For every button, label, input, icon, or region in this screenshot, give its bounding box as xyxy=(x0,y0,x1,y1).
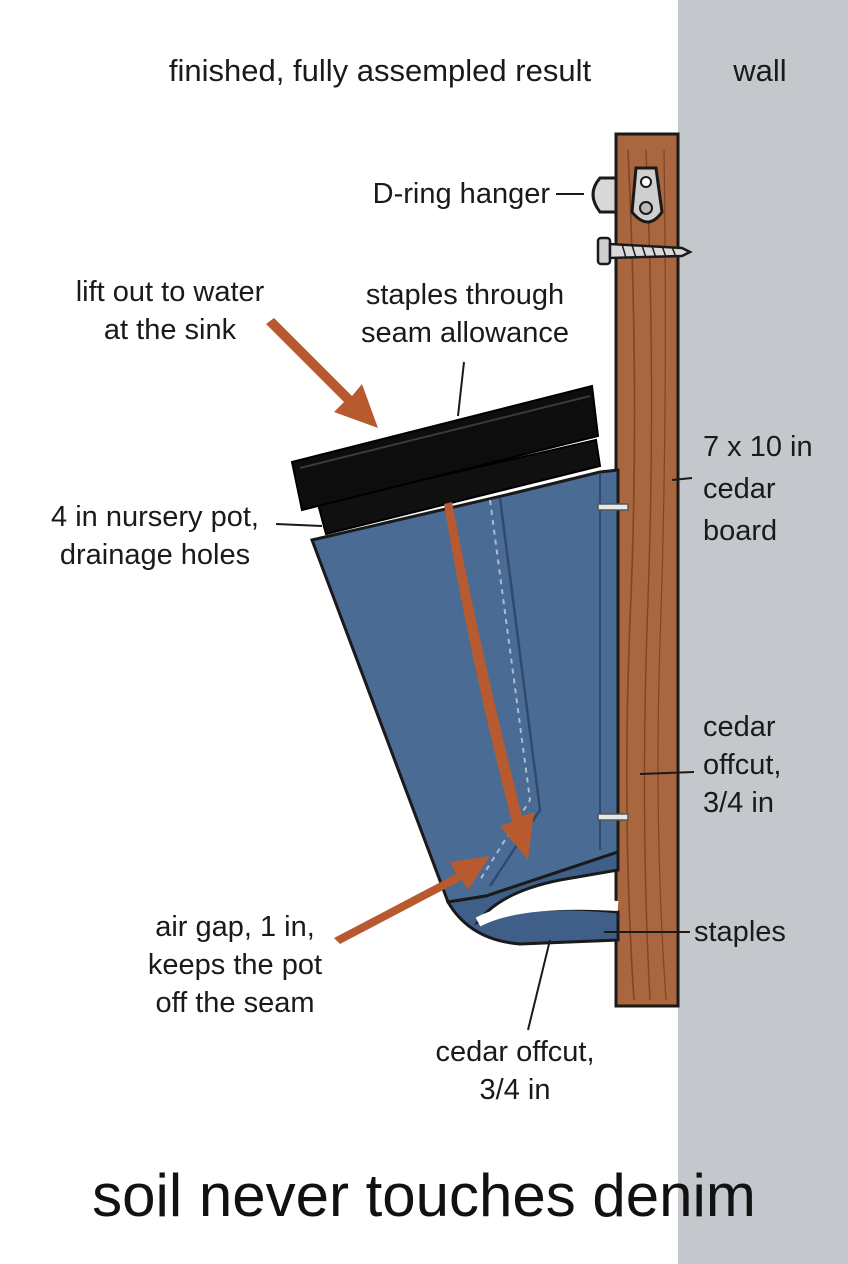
arrows xyxy=(266,318,534,944)
cedar-offcut-bottom-label: cedar offcut, 3/4 in xyxy=(435,1036,595,1106)
cedar-offcut-right-label: cedar offcut, 3/4 in xyxy=(703,711,782,819)
air-gap-label: air gap, 1 in, keeps the pot off the sea… xyxy=(147,911,323,1019)
nursery-pot xyxy=(290,384,602,536)
d-ring-hanger xyxy=(591,166,664,224)
wall-screw xyxy=(596,236,693,266)
wall-label: wall xyxy=(733,53,787,88)
denim-pouch xyxy=(309,468,620,946)
cedar-board xyxy=(614,132,680,1008)
d-ring-label: D-ring hanger xyxy=(372,178,550,210)
wall-panel xyxy=(678,0,848,1264)
footer-caption: soil never touches denim xyxy=(92,1162,756,1229)
leader-lines xyxy=(275,193,695,1031)
page-title: finished, fully assempled result xyxy=(168,53,592,88)
staples-seam-label: staples through seam allowance xyxy=(361,279,569,349)
nursery-pot-label: 4 in nursery pot, drainage holes xyxy=(51,501,259,571)
lift-out-label: lift out to water at the sink xyxy=(75,276,265,346)
staple-marks xyxy=(597,503,629,821)
staples-label: staples xyxy=(694,916,786,948)
cedar-board-label: 7 x 10 in cedar board xyxy=(703,431,813,547)
